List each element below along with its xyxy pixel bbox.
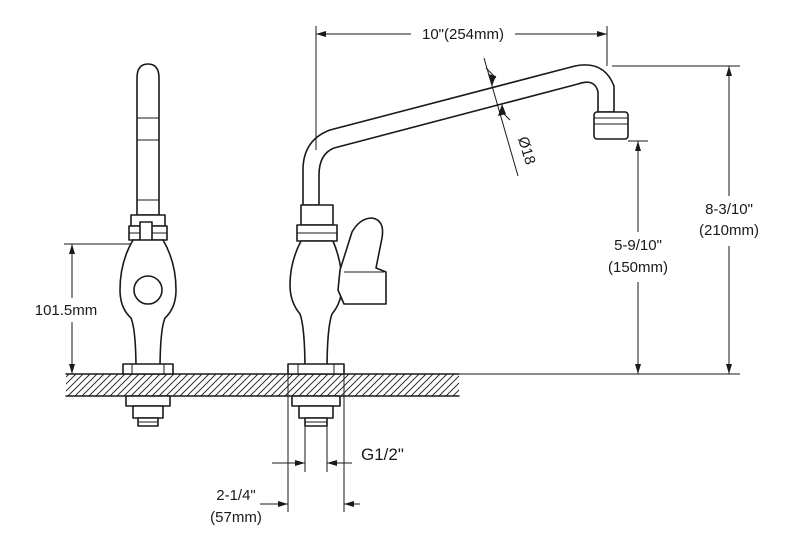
- hatch-line: [403, 374, 427, 396]
- dimension-spout-height: 5-9/10" (150mm): [608, 140, 668, 374]
- hatch-line: [305, 374, 329, 396]
- hatch-line: [382, 374, 406, 396]
- hatch-line: [235, 374, 259, 396]
- countertop-section: [40, 373, 740, 397]
- hatch-line: [67, 374, 91, 396]
- dimension-reach: 10"(254mm): [315, 26, 608, 150]
- hatch-line: [396, 374, 420, 396]
- hatch-line: [158, 374, 182, 396]
- hatch-line: [368, 374, 392, 396]
- hatch-line: [207, 374, 231, 396]
- hatch-line: [137, 374, 161, 396]
- hatch-line: [165, 374, 189, 396]
- hatch-line: [144, 374, 168, 396]
- hatch-line: [474, 374, 496, 396]
- hatch-line: [116, 374, 140, 396]
- hatch-line: [460, 374, 482, 396]
- hatch-line: [361, 374, 385, 396]
- dimension-base-width: 2-1/4" (57mm): [210, 374, 360, 526]
- dimension-base-height: 101.5mm: [35, 243, 131, 374]
- hatch-line: [66, 374, 77, 385]
- hatch-line: [445, 382, 459, 396]
- hatch-line: [228, 374, 252, 396]
- spout-height-mm-label: (150mm): [608, 259, 668, 276]
- hatch-line: [347, 374, 371, 396]
- base-height-label: 101.5mm: [35, 302, 98, 319]
- hatch-line: [424, 374, 448, 396]
- hatch-line: [186, 374, 210, 396]
- faucet-front-view: [287, 64, 629, 427]
- hatch-line: [340, 374, 364, 396]
- hatch-line: [354, 374, 378, 396]
- total-height-mm-label: (210mm): [699, 222, 759, 239]
- hatch-line: [375, 374, 399, 396]
- hatch-line: [123, 374, 147, 396]
- hatch-line: [200, 374, 224, 396]
- hatch-line: [95, 374, 119, 396]
- dimension-total-height: 8-3/10" (210mm): [612, 65, 759, 374]
- hatch-line: [467, 374, 489, 396]
- hatch-line: [249, 374, 273, 396]
- hatch-line: [81, 374, 105, 396]
- hatch-line: [333, 374, 357, 396]
- hatch-line: [410, 374, 434, 396]
- hatch-line: [66, 374, 70, 378]
- thread-label: G1/2": [361, 445, 404, 464]
- hatch-line: [242, 374, 266, 396]
- hatch-line: [109, 374, 133, 396]
- hatch-line: [312, 374, 336, 396]
- hatch-line: [389, 374, 413, 396]
- hatch-line: [319, 374, 343, 396]
- hatch-line: [88, 374, 112, 396]
- hatch-line: [256, 374, 280, 396]
- hatch-line: [193, 374, 217, 396]
- hatch-line: [431, 374, 455, 396]
- hatch-line: [130, 374, 154, 396]
- hatch-line: [74, 374, 98, 396]
- total-height-inch-label: 8-3/10": [705, 201, 753, 218]
- hatch-line: [326, 374, 350, 396]
- pipe-diameter-label: Ø18: [514, 135, 539, 167]
- hatch-line: [277, 374, 301, 396]
- dimension-thread: G1/2": [272, 426, 404, 472]
- base-width-mm-label: (57mm): [210, 509, 262, 526]
- hatch-line: [263, 374, 287, 396]
- hatch-line: [172, 374, 196, 396]
- hatch-line: [151, 374, 175, 396]
- hatch-line: [284, 374, 308, 396]
- hatch-line: [214, 374, 238, 396]
- hatch-line: [179, 374, 203, 396]
- dimension-pipe-diameter: Ø18: [483, 57, 539, 177]
- hatch-line: [452, 389, 459, 396]
- hatch-line: [221, 374, 245, 396]
- hatch-line: [291, 374, 315, 396]
- hatch-line: [270, 374, 294, 396]
- base-width-inch-label: 2-1/4": [216, 487, 256, 504]
- hatch-line: [298, 374, 322, 396]
- hatch-line: [438, 375, 459, 396]
- hatch-line: [66, 374, 84, 392]
- hatch-line: [417, 374, 441, 396]
- faucet-side-view: [119, 63, 177, 427]
- hatch-line: [102, 374, 126, 396]
- hatch-line: [40, 374, 62, 396]
- reach-label: 10"(254mm): [422, 26, 504, 43]
- spout-height-inch-label: 5-9/10": [614, 237, 662, 254]
